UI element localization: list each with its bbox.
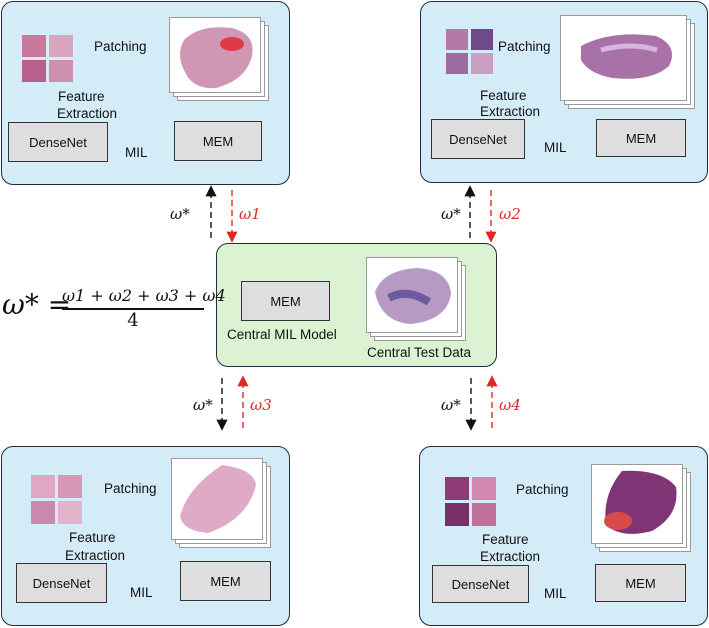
client-panel-3: Patching Feature Extraction DenseNet MEM… <box>1 446 290 626</box>
mil-label: MIL <box>544 586 567 601</box>
mem-box: MEM <box>595 564 686 602</box>
extraction-label: Extraction <box>480 104 541 119</box>
global-weight-label: ω* <box>441 396 461 414</box>
client-panel-2: Patching Feature Extraction DenseNet MEM… <box>420 1 708 183</box>
client-panel-1: Patching Feature Extraction DenseNet MEM… <box>1 1 290 185</box>
densenet-box: DenseNet <box>431 119 525 159</box>
global-weight-label: ω* <box>170 205 190 223</box>
extraction-label: Extraction <box>65 548 126 563</box>
mil-label: MIL <box>130 585 153 600</box>
feature-label: Feature <box>482 532 529 547</box>
local-weight-label: ω2 <box>499 205 521 223</box>
wsi-thumbnail <box>172 459 262 539</box>
densenet-box: DenseNet <box>16 563 107 603</box>
global-weight-label: ω* <box>193 396 213 414</box>
feature-label: Feature <box>58 89 105 104</box>
formula-fraction-bar <box>62 308 204 310</box>
patching-label: Patching <box>104 481 157 496</box>
formula-numerator: ω1 + ω2 + ω3 + ω4 <box>62 286 226 305</box>
mil-label: MIL <box>125 145 148 160</box>
mem-box: MEM <box>596 119 686 157</box>
local-weight-label: ω4 <box>499 396 521 414</box>
densenet-box: DenseNet <box>8 122 108 162</box>
wsi-thumbnail <box>170 18 260 92</box>
wsi-thumbnail <box>592 465 682 543</box>
densenet-box: DenseNet <box>432 565 529 603</box>
local-weight-label: ω3 <box>250 396 272 414</box>
formula-denominator: 4 <box>127 310 139 331</box>
formula-lhs: ω* = <box>2 288 72 321</box>
central-data-label: Central Test Data <box>367 345 472 360</box>
patching-label: Patching <box>516 482 569 497</box>
local-weight-label: ω1 <box>239 205 261 223</box>
client-panel-4: Patching Feature Extraction DenseNet MEM… <box>419 446 708 626</box>
mil-label: MIL <box>544 140 567 155</box>
central-model-label: Central MIL Model <box>227 327 337 342</box>
central-mem-box: MEM <box>241 281 330 321</box>
feature-label: Feature <box>69 530 116 545</box>
feature-label: Feature <box>480 88 527 103</box>
patching-label: Patching <box>94 39 147 54</box>
global-weight-label: ω* <box>441 205 461 223</box>
wsi-thumbnail <box>367 258 457 332</box>
extraction-label: Extraction <box>57 106 118 121</box>
mem-box: MEM <box>180 561 271 601</box>
central-server-panel: MEM Central MIL Model Central Test Data <box>216 243 497 367</box>
patching-label: Patching <box>498 39 551 54</box>
extraction-label: Extraction <box>480 549 541 564</box>
mem-box: MEM <box>174 121 262 161</box>
wsi-thumbnail <box>561 16 686 100</box>
